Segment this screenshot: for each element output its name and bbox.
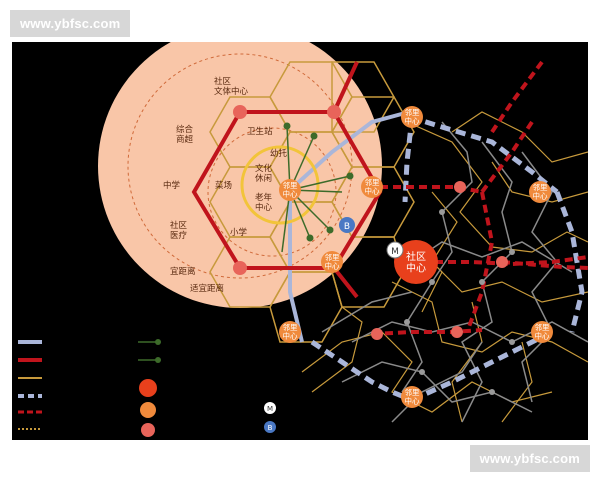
community-layout-diagram: M B 社区文体中心 卫生站 综合商超 幼托 文化休闲 中学 菜场 老年中心 社…: [18, 42, 588, 437]
node-label-southeast: 邻里中心: [535, 322, 550, 341]
outer-red-dashed-lines: [367, 60, 588, 336]
green-connector-dots: [283, 122, 354, 242]
gray-junction-dots: [404, 209, 515, 395]
neighborhood-center-nodes: [279, 106, 553, 408]
node-label-southwest: 邻里中心: [283, 322, 298, 341]
community-walking-circle: [98, 42, 382, 308]
label-community-medical: 社区医疗: [170, 220, 188, 241]
facility-labels: 社区文体中心 卫生站 综合商超 幼托 文化休闲 中学 菜场 老年中心 社区医疗 …: [163, 76, 288, 294]
neighborhood-node-labels: 邻里中心 邻里中心 邻里中心 邻里中心 邻里中心 邻里中心 邻里中心 邻里中心: [283, 107, 550, 406]
watermark-top: www.ybfsc.com: [10, 10, 131, 37]
label-suitable-distance-1: 宜距离: [170, 266, 196, 277]
legend-community-center: [139, 379, 157, 397]
node-label-south: 邻里中心: [325, 252, 340, 271]
legend-small-node: [141, 423, 155, 437]
legend-metro-mark: M: [267, 405, 273, 413]
legend: M B: [18, 339, 276, 437]
label-health-station: 卫生站: [247, 126, 273, 137]
node-label-east: 邻里中心: [365, 177, 380, 196]
red-road-north: [332, 61, 359, 113]
main-axis-lines: [288, 110, 410, 343]
node-label-center: 邻里中心: [283, 180, 298, 199]
node-label-northeast: 邻里中心: [405, 107, 420, 126]
center-service-ring: [240, 145, 320, 225]
label-community-culture: 社区文体中心: [214, 76, 249, 97]
legend-bus-icon: [264, 421, 276, 433]
diagram-panel: M B 社区文体中心 卫生站 综合商超 幼托 文化休闲 中学 菜场 老年中心 社…: [12, 42, 588, 440]
label-middle-school: 中学: [163, 180, 181, 191]
hexagon-corner-nodes: [233, 105, 341, 275]
label-culture-leisure: 文化休闲: [255, 163, 273, 184]
watermark-bottom: www.ybfsc.com: [469, 445, 590, 472]
bus-stop-icon: [339, 217, 355, 233]
label-primary-school: 小学: [230, 227, 248, 238]
legend-metro-icon: [264, 402, 276, 414]
legend-neighborhood-center: [140, 402, 156, 418]
bus-mark: B: [344, 222, 350, 232]
outer-small-nodes: [371, 181, 508, 340]
label-complex-market: 综合商超: [176, 124, 194, 145]
label-elder-center: 老年中心: [255, 192, 273, 213]
legend-bus-mark: B: [268, 424, 273, 432]
community-center-label: 社区中心: [406, 250, 426, 275]
label-kindergarten: 幼托: [270, 148, 288, 159]
outer-bus-loop: [310, 114, 585, 403]
node-label-far-east: 邻里中心: [533, 182, 548, 201]
label-suitable-distance-2: 适宜距离: [190, 283, 224, 294]
red-road-south: [332, 266, 359, 299]
label-food-market: 菜场: [215, 180, 232, 191]
node-label-south-far: 邻里中心: [405, 387, 420, 406]
metro-mark: M: [391, 247, 399, 257]
community-center-node: [394, 240, 438, 284]
metro-station-icon: [386, 241, 404, 259]
